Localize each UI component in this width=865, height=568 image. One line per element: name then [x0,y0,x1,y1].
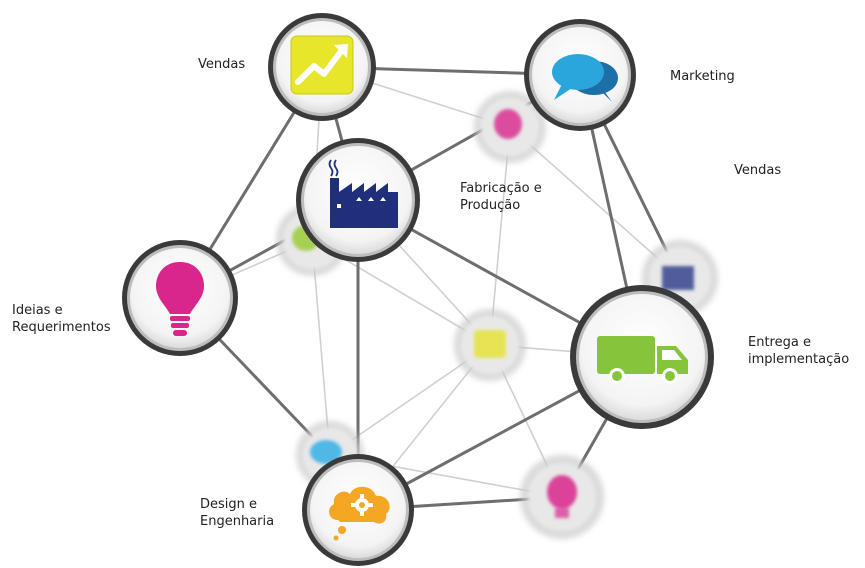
light-edges [179,66,681,511]
node-marketing[interactable] [524,19,636,131]
blurred-node-yellow [454,309,526,381]
growth-chart-icon [290,35,354,95]
label-line: Ideias e [12,303,63,318]
label-ideias: Ideias e Requerimentos [12,302,111,336]
delivery-truck-icon [597,336,688,384]
chat-bubbles-icon [552,54,618,102]
label-line: Engenharia [200,514,275,529]
label-line: Vendas [734,163,782,178]
blurred-node-magenta [474,91,546,163]
node-vendas[interactable] [268,13,376,121]
blurred-node-magenta-bottom [520,455,604,539]
cloud-gear-icon [329,486,390,541]
label-line: Fabricação e [460,181,542,196]
label-design: Design e Engenharia [200,496,274,530]
label-vendas: Vendas [198,56,245,73]
label-marketing: Marketing [670,68,735,85]
label-fabricacao: Fabricação e Produção [460,180,542,214]
node-ideias[interactable] [122,240,238,356]
label-line: implementação [748,352,850,367]
label-vendas-right: Vendas [734,162,781,179]
label-line: Entrega e [748,335,811,350]
label-line: Marketing [670,69,735,84]
lightbulb-icon [156,262,204,336]
node-design[interactable] [302,454,414,566]
label-line: Produção [460,198,521,213]
label-line: Vendas [198,57,246,72]
node-entrega[interactable] [570,285,714,429]
label-line: Requerimentos [12,320,111,335]
node-fabricacao[interactable] [296,138,420,262]
strong-edges [178,65,682,512]
label-entrega: Entrega e implementação [748,334,849,368]
factory-icon [328,159,398,228]
label-line: Design e [200,497,258,512]
